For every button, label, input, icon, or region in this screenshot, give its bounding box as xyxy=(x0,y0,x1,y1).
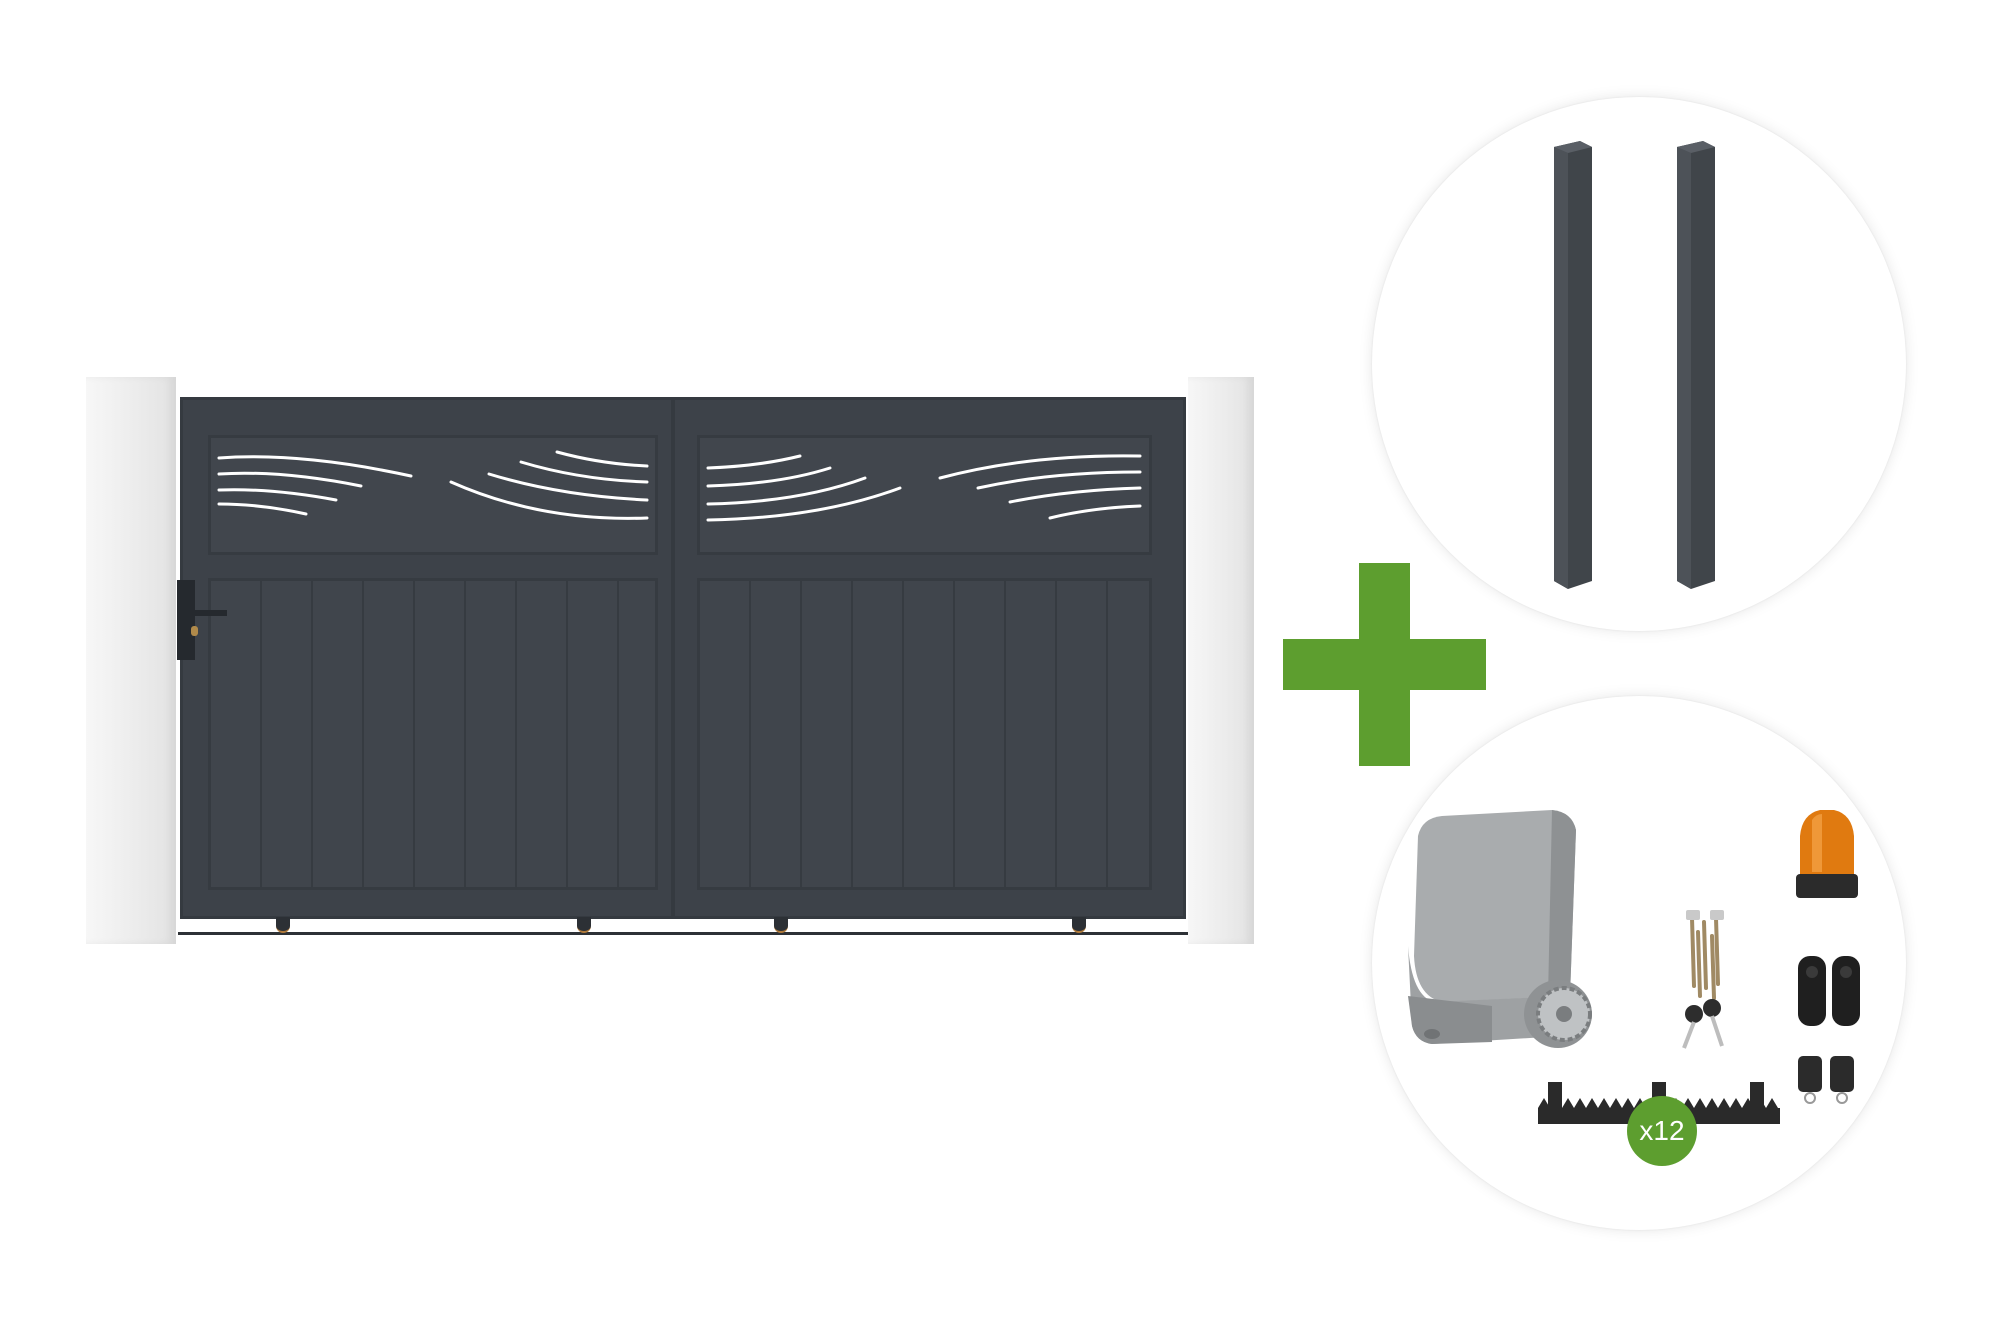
left-pillar xyxy=(86,377,176,944)
plus-icon xyxy=(1283,563,1486,766)
right-pillar xyxy=(1188,377,1254,944)
sliding-gate xyxy=(177,397,1188,937)
gate-keyhole xyxy=(191,626,198,636)
motor-kit-circle: x12 xyxy=(1372,696,1906,1230)
posts-circle xyxy=(1372,97,1906,631)
gate-wheel xyxy=(774,917,788,933)
rack-quantity-badge: x12 xyxy=(1627,1096,1697,1166)
wave-cutout-pattern xyxy=(217,450,649,520)
plus-horizontal-bar xyxy=(1283,639,1486,690)
rack-quantity-label: x12 xyxy=(1639,1115,1685,1146)
flashing-lamp-icon xyxy=(1796,810,1858,898)
gate-lower-panel-right xyxy=(697,578,1152,890)
gate-lock xyxy=(177,580,195,660)
wave-cutout-pattern xyxy=(706,454,1142,522)
gate-top-panel-left xyxy=(208,435,658,555)
gate-post-icon xyxy=(1554,141,1715,589)
gate-handle xyxy=(193,610,227,616)
remote-control-icon xyxy=(1798,1056,1854,1104)
gate-rail xyxy=(178,932,1188,935)
gate-lower-panel-left xyxy=(208,578,658,890)
gate-wheel xyxy=(577,917,591,933)
photocell-icon xyxy=(1798,956,1860,1026)
gate-wheel xyxy=(276,917,290,933)
anchor-bolts-icon xyxy=(1690,916,1720,1000)
gate-top-panel-right xyxy=(697,435,1152,555)
keys-icon xyxy=(1682,999,1724,1049)
gate-leaf-right xyxy=(672,397,1186,919)
gate-leaf-left xyxy=(177,397,674,919)
gate-motor-icon xyxy=(1408,810,1592,1048)
gate-wheel xyxy=(1072,917,1086,933)
